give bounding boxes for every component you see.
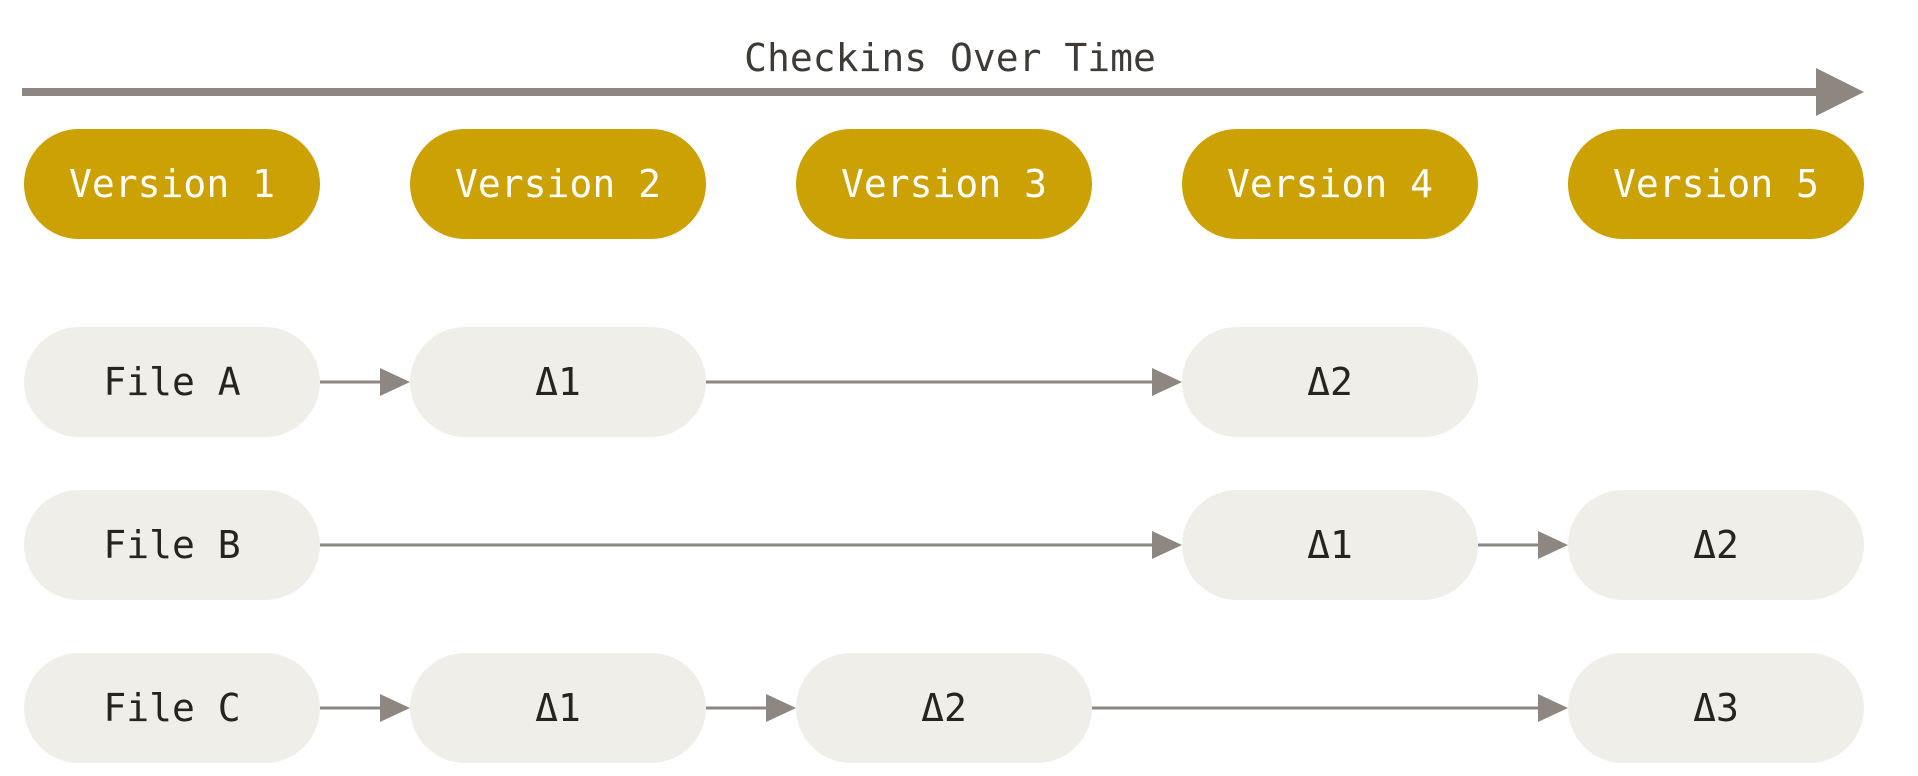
- file-c-delta-3-pill-label: Δ3: [1693, 686, 1739, 730]
- file-b-pill-label: File B: [103, 523, 241, 567]
- version-2-pill-label: Version 2: [455, 162, 661, 206]
- file-a-delta-1-pill: Δ1: [410, 327, 706, 437]
- file-a-delta-1-pill-label: Δ1: [535, 360, 581, 404]
- version-5-pill: Version 5: [1568, 129, 1864, 239]
- file-b-delta-2-pill-label: Δ2: [1693, 523, 1739, 567]
- file-a-arrow-2-head: [1152, 368, 1182, 396]
- file-c-arrow-1-head: [380, 694, 410, 722]
- timeline-axis-head: [1816, 68, 1864, 116]
- version-3-pill-label: Version 3: [841, 162, 1047, 206]
- file-b-delta-1-pill: Δ1: [1182, 490, 1478, 600]
- file-c-delta-1-pill-label: Δ1: [535, 686, 581, 730]
- file-c-pill: File C: [24, 653, 320, 763]
- file-c-delta-2-pill: Δ2: [796, 653, 1092, 763]
- file-a-arrow-1-head: [380, 368, 410, 396]
- version-3-pill: Version 3: [796, 129, 1092, 239]
- version-1-pill-label: Version 1: [69, 162, 275, 206]
- file-a-pill: File A: [24, 327, 320, 437]
- version-2-pill: Version 2: [410, 129, 706, 239]
- file-c-arrow-3-head: [1538, 694, 1568, 722]
- version-5-pill-label: Version 5: [1613, 162, 1819, 206]
- version-4-pill-label: Version 4: [1227, 162, 1433, 206]
- file-b-arrow-1-head: [1152, 531, 1182, 559]
- file-b-delta-1-pill-label: Δ1: [1307, 523, 1353, 567]
- file-c-pill-label: File C: [103, 686, 241, 730]
- file-a-delta-2-pill: Δ2: [1182, 327, 1478, 437]
- file-b-arrow-2-head: [1538, 531, 1568, 559]
- file-c-delta-2-pill-label: Δ2: [921, 686, 967, 730]
- file-b-pill: File B: [24, 490, 320, 600]
- file-a-pill-label: File A: [103, 360, 241, 404]
- file-a-delta-2-pill-label: Δ2: [1307, 360, 1353, 404]
- file-c-delta-1-pill: Δ1: [410, 653, 706, 763]
- version-4-pill: Version 4: [1182, 129, 1478, 239]
- file-c-arrow-2-head: [766, 694, 796, 722]
- file-c-delta-3-pill: Δ3: [1568, 653, 1864, 763]
- version-1-pill: Version 1: [24, 129, 320, 239]
- file-b-delta-2-pill: Δ2: [1568, 490, 1864, 600]
- axis-title: Checkins Over Time: [744, 36, 1156, 80]
